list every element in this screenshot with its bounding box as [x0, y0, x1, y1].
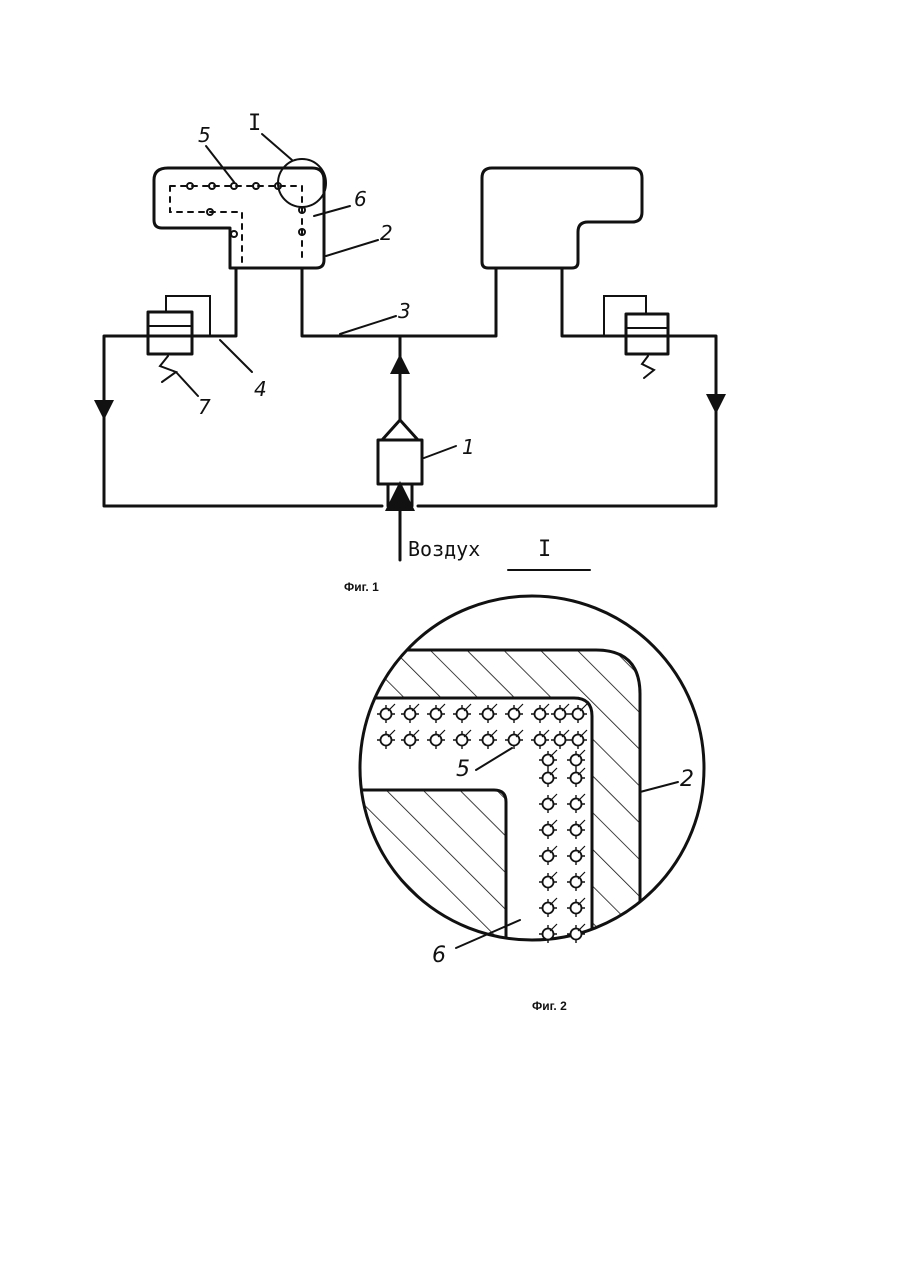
- fig2-callout-6: 6: [432, 943, 446, 968]
- detail-label-I: I: [248, 111, 261, 136]
- leader-7: [176, 372, 198, 396]
- detail-reference: I: [538, 537, 551, 562]
- callout-1: 1: [462, 435, 475, 459]
- nozzle-symbol: [539, 898, 557, 917]
- figure-2-caption: Фиг. 2: [532, 999, 567, 1013]
- callout-4: 4: [254, 377, 267, 401]
- right-mold-body: [482, 168, 642, 268]
- nozzle-symbol: [539, 820, 557, 839]
- figure-1: 5 6 2 3 4 7 1 I Воздух I Фиг. 1: [104, 111, 716, 594]
- nozzle-symbol: [569, 704, 587, 723]
- air-label: Воздух: [408, 537, 480, 561]
- nozzle-symbol: [567, 846, 585, 865]
- nozzle-symbol: [531, 730, 549, 749]
- nozzle-symbol: [427, 730, 445, 749]
- fig2-leader-5: [476, 748, 512, 770]
- nozzle-symbol: [567, 872, 585, 891]
- nozzle-symbol: [567, 750, 585, 769]
- nozzle-symbol: [551, 704, 569, 723]
- leader-4: [220, 340, 252, 372]
- nozzle-symbol: [539, 768, 557, 787]
- leader-6: [314, 206, 350, 216]
- nozzle-symbol: [567, 768, 585, 787]
- nozzle-symbol: [453, 704, 471, 723]
- fig2-callout-5: 5: [456, 757, 470, 782]
- nozzle-symbol: [551, 730, 569, 749]
- nozzle-symbol: [479, 730, 497, 749]
- nozzle-symbol: [453, 730, 471, 749]
- leader-3: [340, 316, 396, 334]
- fig2-callout-2: 2: [680, 767, 694, 792]
- compressor: [378, 420, 422, 506]
- nozzle-symbol: [531, 704, 549, 723]
- figure-2: 5 2 6 Фиг. 2: [360, 596, 704, 1013]
- leader-1: [424, 446, 456, 458]
- nozzle-symbol: [401, 704, 419, 723]
- callout-7: 7: [198, 395, 211, 419]
- nozzle-symbol: [427, 704, 445, 723]
- right-mold-feed-pipe: [418, 268, 716, 506]
- nozzle-symbol: [539, 794, 557, 813]
- leader-I: [262, 134, 292, 160]
- mold-inner-core: [360, 790, 506, 950]
- nozzle-symbol: [567, 794, 585, 813]
- nozzle-symbol: [539, 872, 557, 891]
- left-valve: [148, 296, 236, 382]
- callout-6: 6: [354, 187, 367, 211]
- fig2-leader-2: [640, 782, 678, 792]
- nozzle-symbol: [567, 924, 585, 943]
- nozzle-symbol: [377, 730, 395, 749]
- nozzle-symbol: [505, 730, 523, 749]
- nozzle-symbol: [539, 750, 557, 769]
- nozzle-symbol: [567, 820, 585, 839]
- callout-3: 3: [398, 299, 411, 323]
- nozzle-symbol: [479, 704, 497, 723]
- callout-5: 5: [198, 123, 211, 147]
- callout-2: 2: [380, 221, 393, 245]
- nozzle-symbol: [567, 898, 585, 917]
- left-mold-body: [154, 168, 324, 268]
- left-mold-feed-pipe-outer: [104, 268, 382, 506]
- leader-5: [206, 146, 234, 182]
- nozzle-symbol: [505, 704, 523, 723]
- nozzle-symbol: [569, 730, 587, 749]
- figure-1-caption: Фиг. 1: [344, 580, 379, 594]
- nozzle-symbol: [539, 846, 557, 865]
- leader-2: [326, 240, 378, 256]
- nozzle-symbol: [377, 704, 395, 723]
- nozzle-symbol: [401, 730, 419, 749]
